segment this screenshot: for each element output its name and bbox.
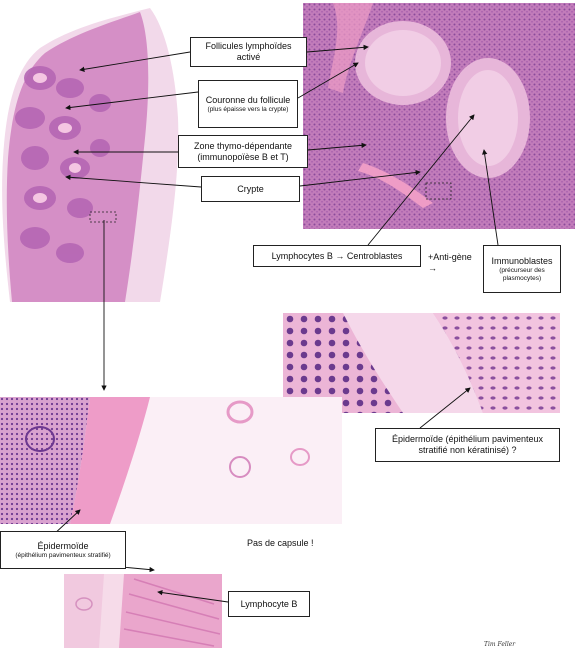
label-lymphocytes-text: Lymphocytes B → Centroblastes: [272, 251, 403, 262]
follicle-zoom-micrograph: [303, 3, 575, 229]
epithelium-lowmag-micrograph: [0, 397, 342, 524]
label-immunoblastes: Immunoblastes (précurseur des plasmocyte…: [483, 245, 561, 293]
label-zone-text: Zone thymo-dépendante (immunopoïèse B et…: [182, 141, 304, 163]
label-epidermoide-text: Épidermoïde (épithélium pavimenteux stra…: [379, 434, 556, 456]
label-couronne-text: Couronne du follicule: [206, 95, 291, 106]
label-lymphocytes-b-centroblastes: Lymphocytes B → Centroblastes: [253, 245, 421, 267]
bottom-strip-micrograph: [64, 574, 222, 648]
label-epidermoide-stratifie: Épidermoïde (épithélium pavimenteux stra…: [0, 531, 126, 569]
signature-text: Tim Feller: [484, 641, 515, 648]
label-couronne-note: (plus épaisse vers la crypte): [208, 106, 289, 114]
label-antigene: +Anti-gène →: [428, 252, 482, 274]
label-zone-thymo: Zone thymo-dépendante (immunopoïèse B et…: [178, 135, 308, 168]
label-lymphocyte-b: Lymphocyte B: [228, 591, 310, 617]
label-epidermoide-strat-note: (épithélium pavimenteux stratifié): [15, 552, 110, 560]
label-crypte: Crypte: [201, 176, 300, 202]
label-epidermoide-non-keratinise: Épidermoïde (épithélium pavimenteux stra…: [375, 428, 560, 462]
label-follicules: Follicules lymphoïdes activé: [190, 37, 307, 67]
label-follicules-text: Follicules lymphoïdes activé: [194, 41, 303, 63]
label-lymphocyte-b-text: Lymphocyte B: [241, 599, 298, 610]
tonsil-overview-micrograph: [0, 8, 182, 302]
label-antigene-text: +Anti-gène →: [428, 252, 472, 273]
label-capsule-text: Pas de capsule !: [247, 538, 314, 548]
label-couronne: Couronne du follicule (plus épaisse vers…: [198, 80, 298, 128]
label-epidermoide-strat-text: Épidermoïde: [37, 541, 88, 552]
label-pas-de-capsule: Pas de capsule !: [247, 538, 347, 549]
label-immunoblastes-text: Immunoblastes: [491, 256, 552, 267]
signature: Tim Feller: [484, 641, 515, 648]
label-immunoblastes-note: (précurseur des plasmocytes): [487, 267, 557, 283]
label-crypte-text: Crypte: [237, 184, 264, 195]
